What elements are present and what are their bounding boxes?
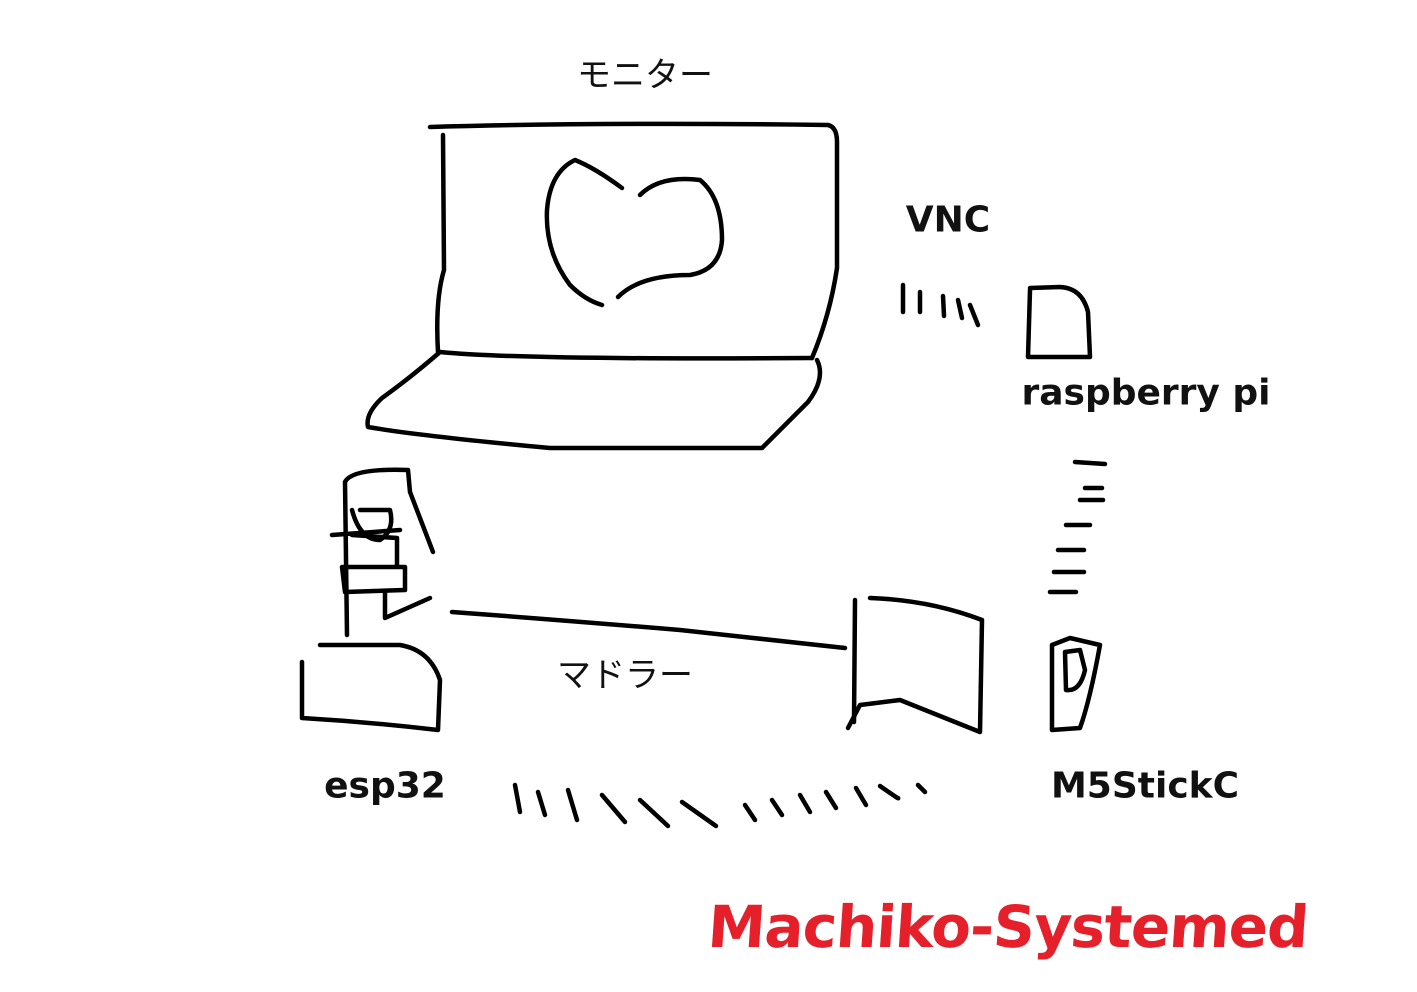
raspberry-pi-label: raspberry pi [1021, 372, 1271, 414]
logo: Machiko-Systemed [705, 893, 1311, 961]
esp32-label: esp32 [324, 765, 446, 807]
monitor-label: モニター [577, 55, 713, 96]
muddler-device-sketch [845, 595, 985, 735]
vnc-label: VNC [905, 199, 991, 241]
connection-line [449, 609, 848, 651]
laptop-sketch [365, 121, 840, 451]
person-sketch [329, 467, 436, 638]
signal-dashes-vertical [1047, 459, 1108, 595]
m5stickc-sketch [1049, 635, 1103, 733]
heart-sketch [544, 157, 725, 308]
m5stickc-label: M5StickC [1050, 765, 1240, 807]
muddler-label: マドラー [557, 655, 693, 696]
bottom-signal-marks [512, 782, 928, 829]
esp32-base-sketch [299, 642, 443, 733]
raspberry-pi-sketch [1025, 284, 1093, 360]
vnc-signal-marks [900, 282, 981, 328]
